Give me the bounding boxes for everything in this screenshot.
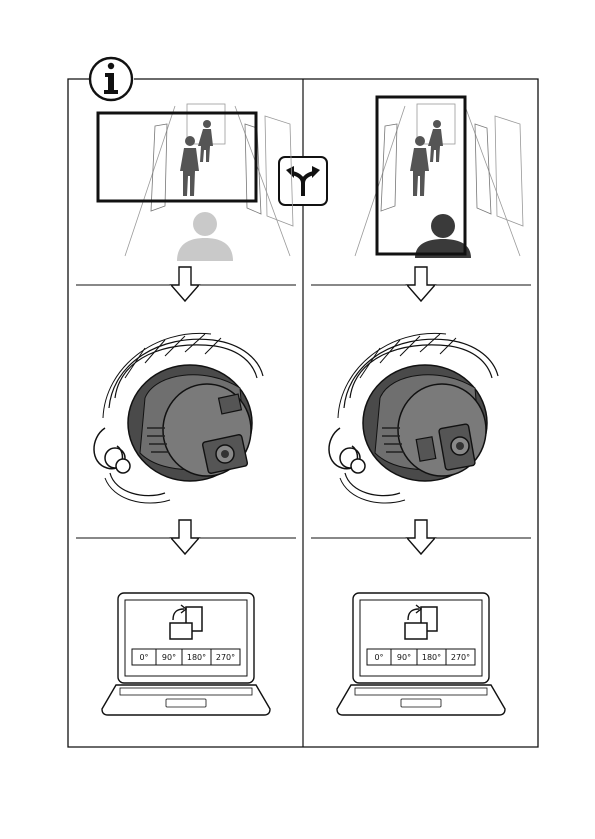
landscape-frame bbox=[98, 113, 256, 201]
rotation-option[interactable]: 180° bbox=[422, 653, 441, 662]
down-arrow-icon bbox=[407, 520, 435, 554]
info-icon bbox=[90, 58, 132, 100]
rotation-option[interactable]: 90° bbox=[162, 653, 176, 662]
rotation-option[interactable]: 0° bbox=[374, 653, 383, 662]
rotation-option[interactable]: 270° bbox=[216, 653, 235, 662]
down-arrow-icon bbox=[171, 520, 199, 554]
rotation-option[interactable]: 90° bbox=[397, 653, 411, 662]
camera-landscape bbox=[94, 333, 263, 503]
down-arrow-icon bbox=[407, 267, 435, 301]
laptop-right: 0° 90° 180° 270° bbox=[337, 593, 505, 715]
left-scene bbox=[98, 104, 293, 261]
down-arrow-icon bbox=[171, 267, 199, 301]
fork-arrows-icon bbox=[279, 157, 327, 205]
rotation-option[interactable]: 0° bbox=[139, 653, 148, 662]
camera-portrait bbox=[329, 333, 498, 503]
right-scene bbox=[355, 97, 523, 258]
rotation-option[interactable]: 180° bbox=[187, 653, 206, 662]
laptop-left: 0° 90° 180° 270° bbox=[102, 593, 270, 715]
rotation-option[interactable]: 270° bbox=[451, 653, 470, 662]
